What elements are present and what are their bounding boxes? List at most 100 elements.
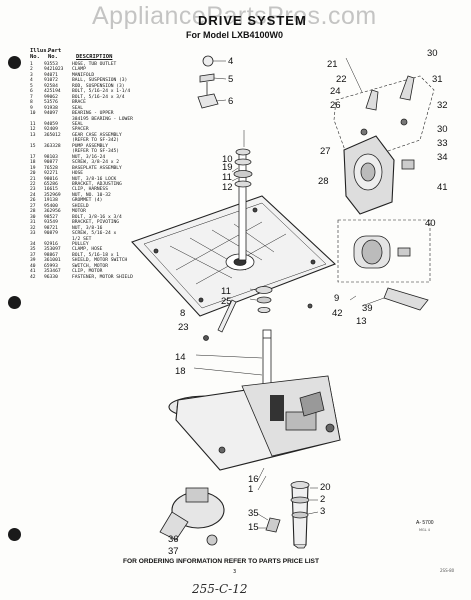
parts-list-part-no: 65286 [44,181,58,187]
parts-list-part-no: 353097 [44,247,61,253]
callout-number: 41 [437,182,448,193]
parts-list-description: SCREW, 3/8-24 x 2 [72,160,120,166]
parts-list-illus-no: 27 [30,203,36,209]
callout-number: 33 [437,138,448,149]
parts-list-illus-no: 22 [30,181,36,187]
parts-list-illus-no: 2 [30,67,33,73]
callout-number: 32 [437,100,448,111]
parts-list-row: 35 353097 CLAMP, HOSE [30,247,210,252]
figure-subref: MGL 4 [419,528,431,532]
parts-list-part-no: 90877 [44,160,58,166]
parts-list-description: BALL, SUSPENSION (3) [72,78,128,84]
callout-number: 27 [320,146,331,157]
binder-hole-icon [8,296,21,309]
callout-number: 2 [320,494,326,505]
parts-list-illus-no: 10 [30,111,36,117]
callout-number: 23 [178,322,189,333]
callout-number: 1 [248,484,254,495]
parts-list-part-no: 99062 [44,94,58,100]
parts-list-part-no: 93549 [44,220,58,226]
parts-list-subline: (REFER TO SF-345) [72,149,120,155]
callout-number: 10 [222,154,233,165]
parts-list-description: PUMP ASSEMBLY [72,143,108,149]
parts-list-description: PULLEY [72,241,89,247]
callout-number: 34 [437,152,448,163]
parts-list-illus-no: 26 [30,198,36,204]
parts-list-description: CLIP, MOTOR [72,269,103,275]
binder-hole-icon [8,528,21,541]
parts-list-part-no: 95400 [44,203,58,209]
parts-list-part-no: 353467 [44,269,61,275]
parts-list-description: SHIELD [72,203,89,209]
parts-list-illus-no: 34 [30,241,36,247]
parts-list-description: NUT, 3/16-24 [72,154,106,160]
parts-list-part-no: 76528 [44,165,58,171]
parts-list-part-no: 92409 [44,127,58,133]
parts-list-part-no: 94097 [44,111,58,117]
parts-list-part-no: 9421023 [44,67,64,73]
parts-list-illus-no: 7 [30,94,33,100]
parts-list-description: SWITCH, MOTOR [72,263,108,269]
parts-list-illus-no: 17 [30,154,36,160]
callout-number: 19 [222,162,233,173]
figure-reference: A- 5700 [416,520,434,526]
callout-number: 37 [168,546,179,557]
parts-list-illus-no: 32 [30,225,36,231]
parts-list-part-no: 16615 [44,187,58,193]
parts-list-part-no: 92271 [44,171,58,177]
parts-list-illus-no: 40 [30,263,36,269]
leader-lines [193,57,385,529]
binder-hole-icon [8,56,21,69]
parts-list-part-no: 94059 [44,121,58,127]
parts-list-description: BOLT, 5/16-18 x 1 [72,252,120,258]
callout-number: 25 [221,296,232,307]
parts-list-illus-no: 37 [30,252,36,258]
parts-list-illus-no: 33 [30,231,36,237]
callout-number: 20 [320,482,331,493]
parts-list-row: 7 99062 BOLT, 5/16-24 x 3/4 [30,95,210,100]
parts-list-part-no: 19138 [44,198,58,204]
parts-list-illus-no: 12 [30,127,36,133]
parts-list-illus-no: 9 [30,105,33,111]
parts-list-illus-no: 1 [30,62,33,67]
parts-list-illus-no: 39 [30,258,36,264]
callout-number: 15 [248,522,259,533]
parts-list-description: CLIP, HARNESS [72,187,108,193]
parts-list-part-no: 98867 [44,252,58,258]
parts-list-illus-no: 35 [30,247,36,253]
parts-list-illus-no: 24 [30,192,36,198]
parts-list-subline: 1/2 SET [72,236,92,242]
parts-list-header: Illus. Part No. No. DESCRIPTION [30,48,113,60]
parts-list-subline: 384195 BEARING - LOWER [72,116,133,122]
parts-list-part-no: 91938 [44,105,58,111]
parts-list-description: SCREW, 5/16-24 x [72,231,117,237]
callout-number: 40 [425,218,436,229]
callout-number: 21 [327,59,338,70]
parts-list-description: BRACE [72,100,86,106]
parts-list-row: 27 95400 SHIELD [30,204,210,209]
parts-list-illus-no: 20 [30,171,36,177]
callout-number: 31 [432,74,443,85]
callout-number: 11 [221,286,231,297]
parts-list-illus-no: 3 [30,72,33,78]
parts-list-illus-no: 6 [30,89,33,95]
parts-list-description: CLAMP, HOSE [72,247,103,253]
callout-number: 24 [330,86,341,97]
parts-list-description: BOLT, 5/16-24 x 3/4 [72,94,125,100]
